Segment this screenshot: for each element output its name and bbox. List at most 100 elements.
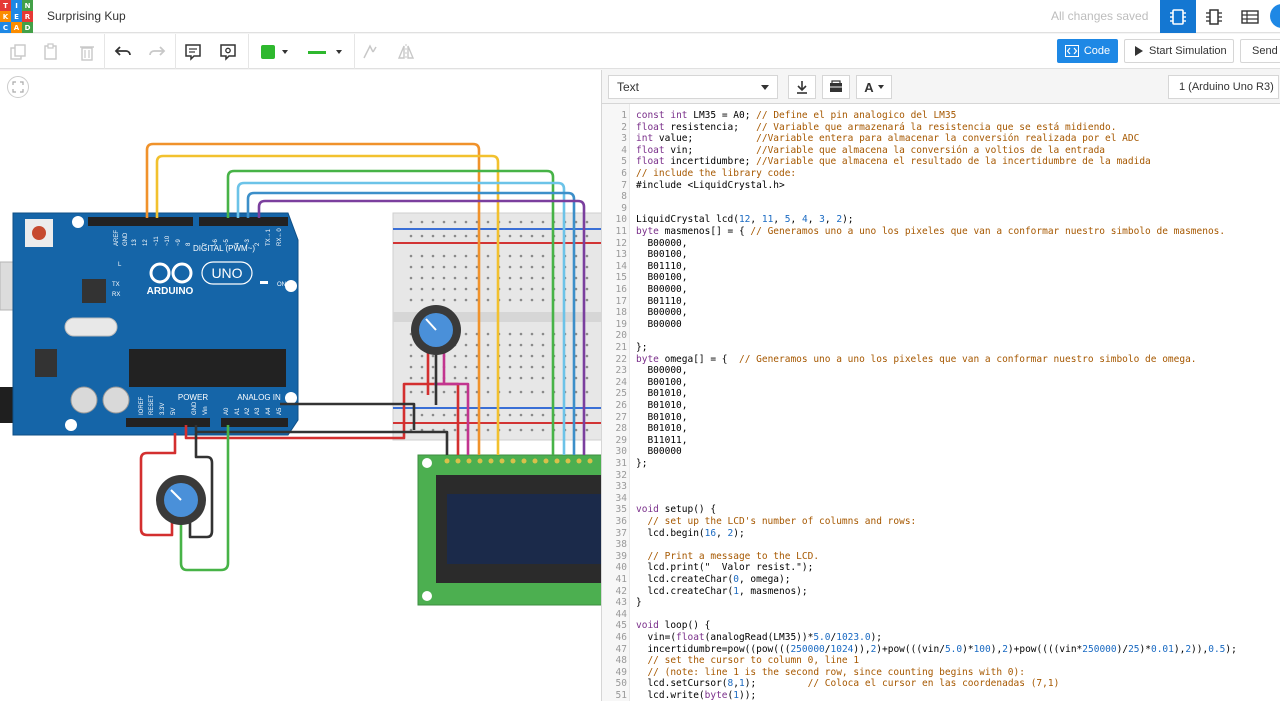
code-text: int value; //Variable entera para almace… <box>636 133 1139 145</box>
line-number: 9 <box>621 202 627 214</box>
send-to-button[interactable]: Send To <box>1240 39 1280 63</box>
line-number: 4 <box>621 144 627 156</box>
code-statement: lcd.write(byte(1)); <box>636 690 757 701</box>
paste-button[interactable] <box>39 40 63 64</box>
code-mode-value: Text <box>617 80 640 94</box>
line-number: 51 <box>615 690 627 701</box>
color-swatch <box>260 45 275 59</box>
libraries-button[interactable] <box>822 75 850 99</box>
line-number: 2 <box>621 121 627 133</box>
code-mode-select[interactable]: Text <box>608 75 778 99</box>
schematic-view-button[interactable] <box>1196 0 1232 33</box>
pin-label: 2 <box>255 242 261 246</box>
line-number: 39 <box>615 550 627 562</box>
code-text: byte masmenos[] = { // Generamos uno a u… <box>636 226 1225 238</box>
code-text: // set the cursor to column 0, line 1 <box>636 655 859 667</box>
flip-button[interactable] <box>394 40 418 64</box>
potentiometer-board[interactable] <box>156 475 206 525</box>
line-number: 14 <box>615 260 627 272</box>
code-statement: byte masmenos[] = { <box>636 226 751 237</box>
trash-icon <box>80 46 94 61</box>
rotate-button[interactable] <box>358 40 382 64</box>
wire-type-picker[interactable] <box>301 40 349 64</box>
circuit-view-button[interactable] <box>1160 0 1196 33</box>
code-statement <box>636 516 647 527</box>
font-size-icon: A <box>864 79 874 95</box>
code-text: lcd.createChar(0, omega); <box>636 574 790 586</box>
line-number: 15 <box>615 272 627 284</box>
line-number: 29 <box>615 434 627 446</box>
delete-button[interactable] <box>75 40 99 64</box>
pin-label: 13 <box>132 239 138 246</box>
line-number: 7 <box>621 179 627 191</box>
code-statement: B11011, <box>636 434 688 446</box>
analog-pin-label: A2 <box>245 407 251 415</box>
device-select[interactable]: 1 (Arduino Uno R3) <box>1168 75 1279 99</box>
code-statement: const int LM35 = A0; <box>636 110 757 121</box>
potentiometer-breadboard[interactable] <box>411 305 461 355</box>
redo-button[interactable] <box>145 40 169 64</box>
line-number: 36 <box>615 516 627 527</box>
pin-label: 4 <box>235 242 241 246</box>
code-statement: B00100, <box>636 376 688 388</box>
toggle-notes-button[interactable] <box>216 40 240 64</box>
code-text: B00100, <box>636 377 687 389</box>
circuit-canvas[interactable]: ARDUINO UNO DIGITAL (PWM~) POWER ANALOG … <box>0 70 601 701</box>
analog-pin-label: A3 <box>255 407 261 415</box>
code-comment: //Variable entera para almacenar la conv… <box>756 133 1140 145</box>
code-text: void loop() { <box>636 620 710 632</box>
code-statement: incertidumbre=pow((pow(((250000/1024)),2… <box>636 643 1237 655</box>
lcd-display[interactable] <box>417 454 601 606</box>
tinkercad-logo[interactable]: T I N K E R C A D <box>0 0 33 33</box>
start-simulation-button[interactable]: Start Simulation <box>1124 39 1234 63</box>
line-number: 45 <box>615 620 627 632</box>
code-comment: // Generamos uno a uno los pixeles que v… <box>750 226 1226 237</box>
line-number: 44 <box>615 608 627 620</box>
code-statement: B00000, <box>636 237 688 249</box>
line-number: 34 <box>615 492 627 504</box>
code-text: }; <box>636 458 647 470</box>
code-statement: B01010, <box>636 388 688 400</box>
line-number: 21 <box>615 342 627 353</box>
code-icon <box>1064 45 1079 57</box>
code-statement: B00100, <box>636 249 688 261</box>
code-comment: //Variable que almacena la conversión a … <box>756 144 1106 156</box>
notes-button[interactable] <box>181 40 205 64</box>
analog-pin-label: A5 <box>277 407 283 415</box>
line-number: 10 <box>615 214 627 226</box>
code-statement: float resistencia; <box>636 121 757 133</box>
user-avatar[interactable] <box>1270 4 1280 28</box>
project-title[interactable]: Surprising Kup <box>47 9 126 23</box>
code-button[interactable]: Code <box>1057 39 1118 63</box>
code-button-label: Code <box>1083 45 1111 57</box>
download-icon <box>797 81 807 94</box>
send-to-label: Send To <box>1252 45 1280 57</box>
download-code-button[interactable] <box>788 75 816 99</box>
wires[interactable] <box>139 142 586 572</box>
code-text: lcd.begin(16, 2); <box>636 528 744 540</box>
arduino-uno-board[interactable] <box>0 212 299 436</box>
chevron-down-icon <box>281 50 288 54</box>
line-number: 26 <box>615 400 627 411</box>
pin-label: ~9 <box>176 238 182 246</box>
vin-pin-label: Vin <box>203 406 209 415</box>
font-size-button[interactable]: A <box>856 75 892 99</box>
code-comment: // Generamos uno a uno los pixeles que v… <box>738 353 1197 365</box>
fit-view-button[interactable] <box>7 76 29 98</box>
line-number: 16 <box>615 284 627 295</box>
circuit-view-icon <box>1170 8 1186 25</box>
undo-button[interactable] <box>111 40 135 64</box>
code-comment: // Define el pin analogico del LM35 <box>756 110 957 121</box>
code-statement: float vin; <box>636 144 757 156</box>
color-picker[interactable] <box>254 40 294 64</box>
component-list-button[interactable] <box>1232 0 1268 33</box>
code-statement: vin=(float(analogRead(LM35))*5.0/1023.0)… <box>636 632 883 643</box>
top-bar: T I N K E R C A D Surprising Kup All cha… <box>0 0 1280 33</box>
code-statement: B01010, <box>636 411 688 423</box>
code-text: B01110, <box>636 261 687 273</box>
analog-pin-label: A4 <box>266 407 272 415</box>
copy-button[interactable] <box>6 40 30 64</box>
code-text: #include <LiquidCrystal.h> <box>636 180 785 192</box>
code-statement: B00000, <box>636 284 688 295</box>
